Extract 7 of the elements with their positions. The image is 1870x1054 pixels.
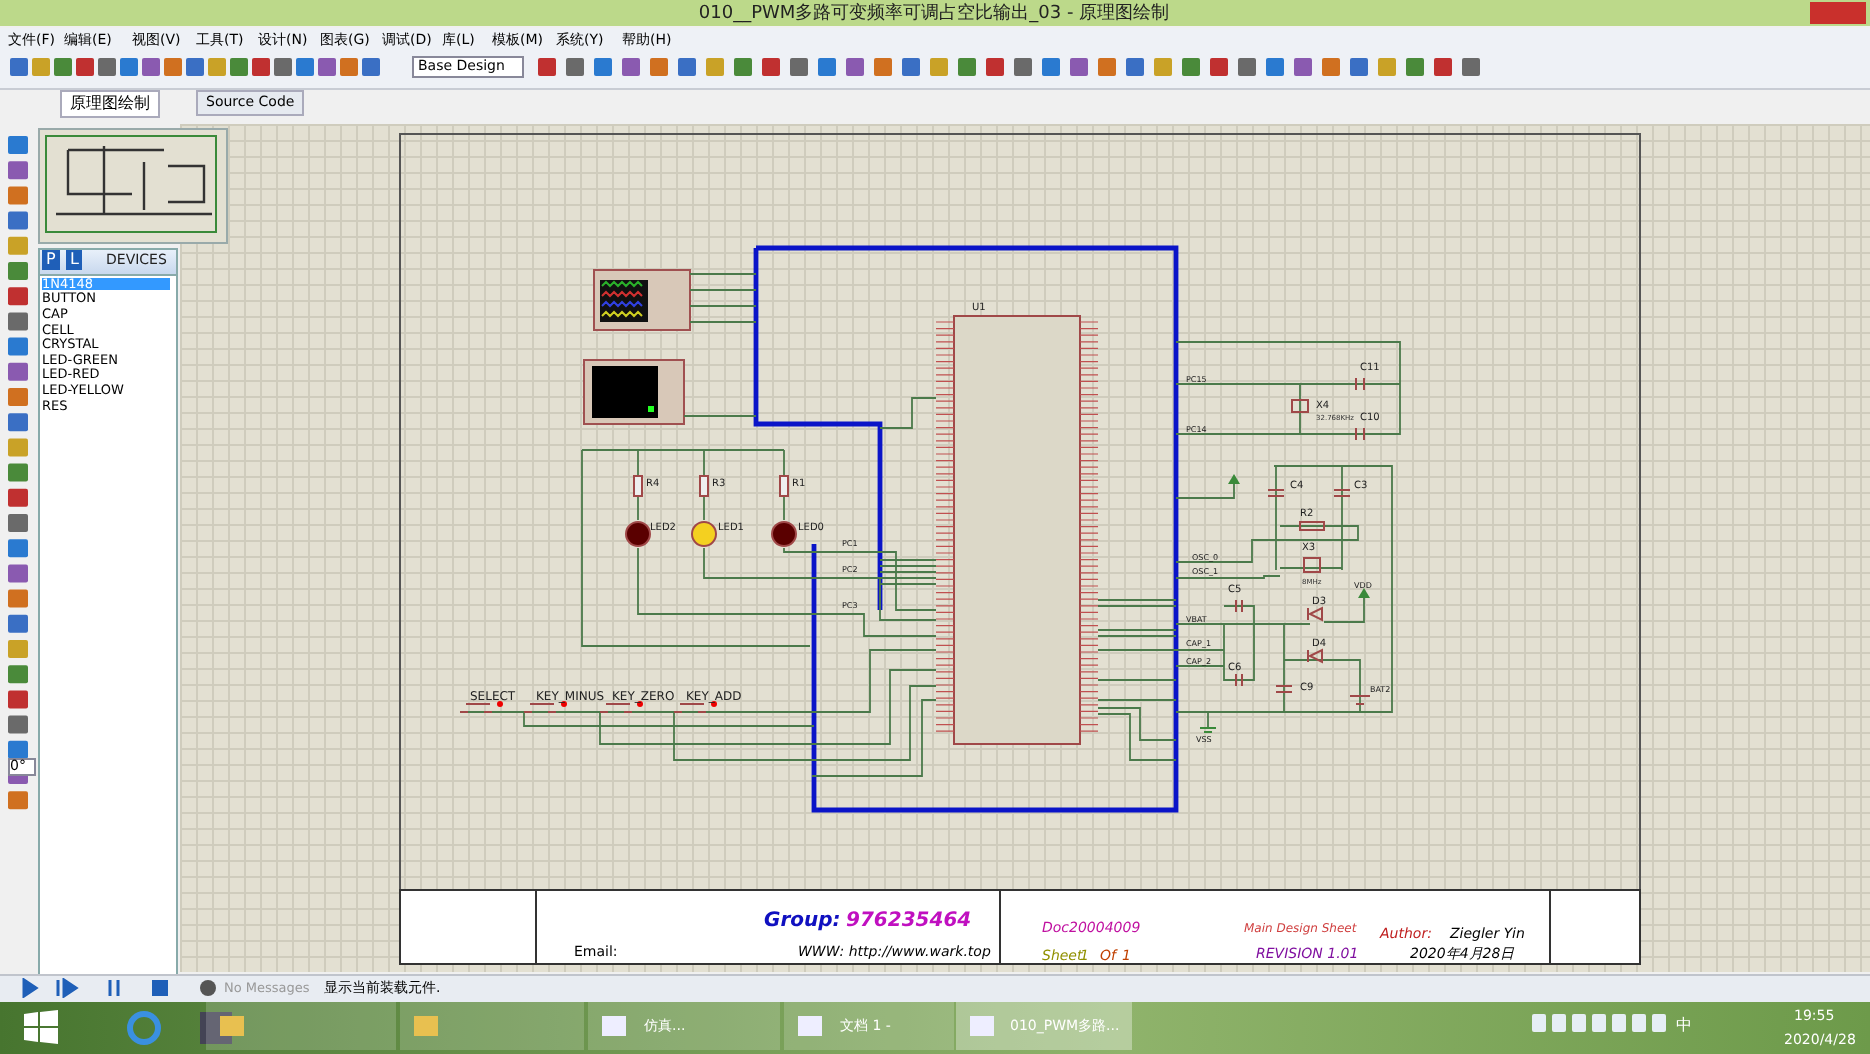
sheet-heading: 976235464 [846,912,972,932]
window-title: 010__PWM多路可变频率可调占空比输出_03 - 原理图绘制 [698,6,1170,24]
sheet-heading: Group: [764,912,841,932]
tab: 原理图绘制 [60,90,160,118]
tray-text: 中 [1676,1018,1692,1034]
panel-button: L [66,250,83,270]
panel-button: P [42,250,60,270]
